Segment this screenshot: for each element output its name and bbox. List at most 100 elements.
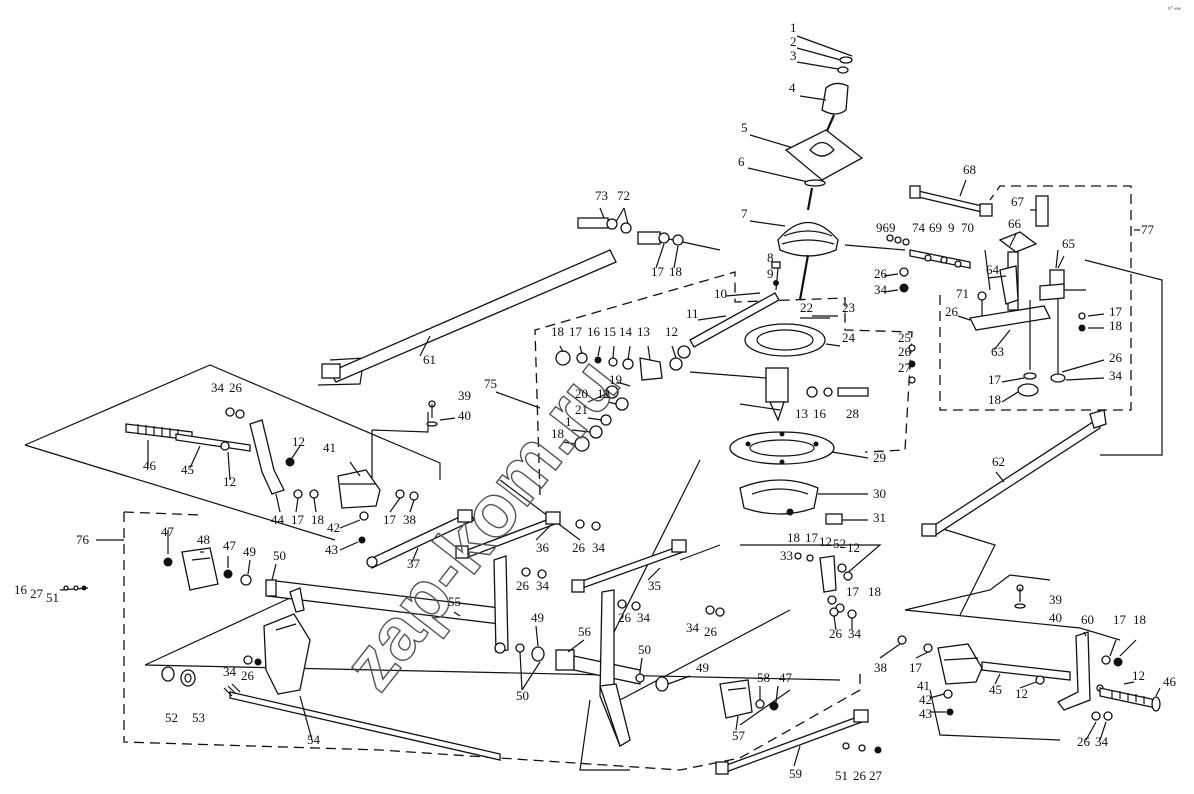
part-callout: 38 <box>874 660 887 675</box>
part-callout: 17 <box>805 530 819 545</box>
part-callout: 39 <box>458 388 471 403</box>
part-callout: 17 <box>1113 612 1127 627</box>
part-callout: 26 <box>516 578 530 593</box>
part-callout: 47 <box>223 538 237 553</box>
part-callout: 26 <box>572 540 586 555</box>
part-callout: 18 <box>1133 612 1146 627</box>
part-callout: 34 <box>223 664 237 679</box>
part-callout: 43 <box>325 542 338 557</box>
part-callout: 23 <box>842 300 855 315</box>
left-upper-linkage <box>125 400 456 551</box>
part-callout: 46 <box>143 458 157 473</box>
part-callout: 51 <box>835 768 848 783</box>
part-callout: 15 <box>603 324 616 339</box>
part-callout: 25 <box>898 330 911 345</box>
part-callout: 45 <box>989 682 1002 697</box>
part-callout: 77 <box>1141 222 1155 237</box>
part-callout: 40 <box>1049 610 1062 625</box>
part-callout: 5 <box>741 120 748 135</box>
part-callout: 17 <box>651 264 665 279</box>
part-callout: 47 <box>779 670 793 685</box>
corner-mark: ¤'' ∞∞ <box>1168 6 1182 12</box>
part-callout: 26 <box>853 768 867 783</box>
part-callout: 66 <box>1008 216 1022 231</box>
part-callout: 3 <box>790 48 797 63</box>
part-callout: 20 <box>575 386 588 401</box>
part-callout: 49 <box>243 544 256 559</box>
part-callout: 18 <box>1109 318 1122 333</box>
part-callout: 8 <box>767 250 774 265</box>
part-callout: 2 <box>790 34 797 49</box>
part-callout: 34 <box>686 620 700 635</box>
part-callout: 35 <box>648 578 661 593</box>
part-callout: 49 <box>531 610 544 625</box>
part-callout: 63 <box>991 344 1004 359</box>
part-callout: 27 <box>30 586 44 601</box>
part-callout: 26 <box>229 380 243 395</box>
part-callout: 24 <box>842 330 856 345</box>
part-callout: 19 <box>609 372 622 387</box>
part-callout: 9 <box>767 266 774 281</box>
part-callout: 50 <box>638 642 651 657</box>
part-callout: 12 <box>665 324 678 339</box>
part-callout: 16 <box>14 582 28 597</box>
part-callout: 73 <box>595 188 608 203</box>
part-callout: 1 <box>565 414 572 429</box>
part-callout: 72 <box>617 188 630 203</box>
part-callout: 27 <box>869 768 883 783</box>
part-callout: 45 <box>181 462 194 477</box>
rod-62 <box>921 409 1107 537</box>
part-callout: 17 <box>569 324 583 339</box>
part-callout: 65 <box>1062 236 1075 251</box>
part-callout: 12 <box>819 534 832 549</box>
selector-rod <box>677 292 780 359</box>
part-callout: 34 <box>1095 734 1109 749</box>
part-callout: 34 <box>637 610 651 625</box>
part-callout: 18 <box>311 512 324 527</box>
part-callout: 74 <box>912 220 926 235</box>
part-callout: 76 <box>76 532 90 547</box>
part-callout: 43 <box>919 706 932 721</box>
part-callout: 26 <box>945 304 959 319</box>
part-callout: 27 <box>898 360 912 375</box>
part-callout: 38 <box>403 512 416 527</box>
part-callout: 70 <box>961 220 974 235</box>
part-callout: 26 <box>618 610 632 625</box>
part-callout: 57 <box>732 728 746 743</box>
part-callout: 34 <box>592 540 606 555</box>
assembly-outline-75 <box>534 271 913 496</box>
part-callout: 13 <box>637 324 650 339</box>
part-callout: 42 <box>327 520 340 535</box>
part-callout: 69 <box>929 220 942 235</box>
part-callout: 18 <box>551 324 564 339</box>
part-callout: 34 <box>874 282 888 297</box>
part-callout: 26 <box>1077 734 1091 749</box>
part-callout: 12 <box>292 434 305 449</box>
part-callout: 37 <box>407 556 421 571</box>
part-callout: 67 <box>1011 194 1025 209</box>
shift-rod-61 <box>321 207 684 383</box>
right-lever-assembly-77 <box>883 179 1140 403</box>
part-callout: 59 <box>789 766 802 781</box>
part-callout: 17 <box>988 372 1002 387</box>
part-callout: 34 <box>536 578 550 593</box>
part-callout: 31 <box>873 510 886 525</box>
part-callout: 7 <box>741 206 748 221</box>
part-callout: 18 <box>669 264 682 279</box>
leader-lines <box>24 234 1163 771</box>
part-callout: 17 <box>1109 304 1123 319</box>
part-callout: 51 <box>46 590 59 605</box>
part-callout: 54 <box>307 732 321 747</box>
right-lower-linkage <box>879 584 1161 741</box>
part-callout: 12 <box>1132 668 1145 683</box>
part-callout: 46 <box>1163 674 1177 689</box>
part-callout: 18 <box>787 530 800 545</box>
watermark-text: zap-kom.ru <box>327 343 635 705</box>
part-callout: 68 <box>963 162 976 177</box>
part-callout: 9 <box>948 220 955 235</box>
part-callout: 12 <box>1015 686 1028 701</box>
part-callout: 21 <box>575 402 588 417</box>
part-callout: 26 <box>241 668 255 683</box>
